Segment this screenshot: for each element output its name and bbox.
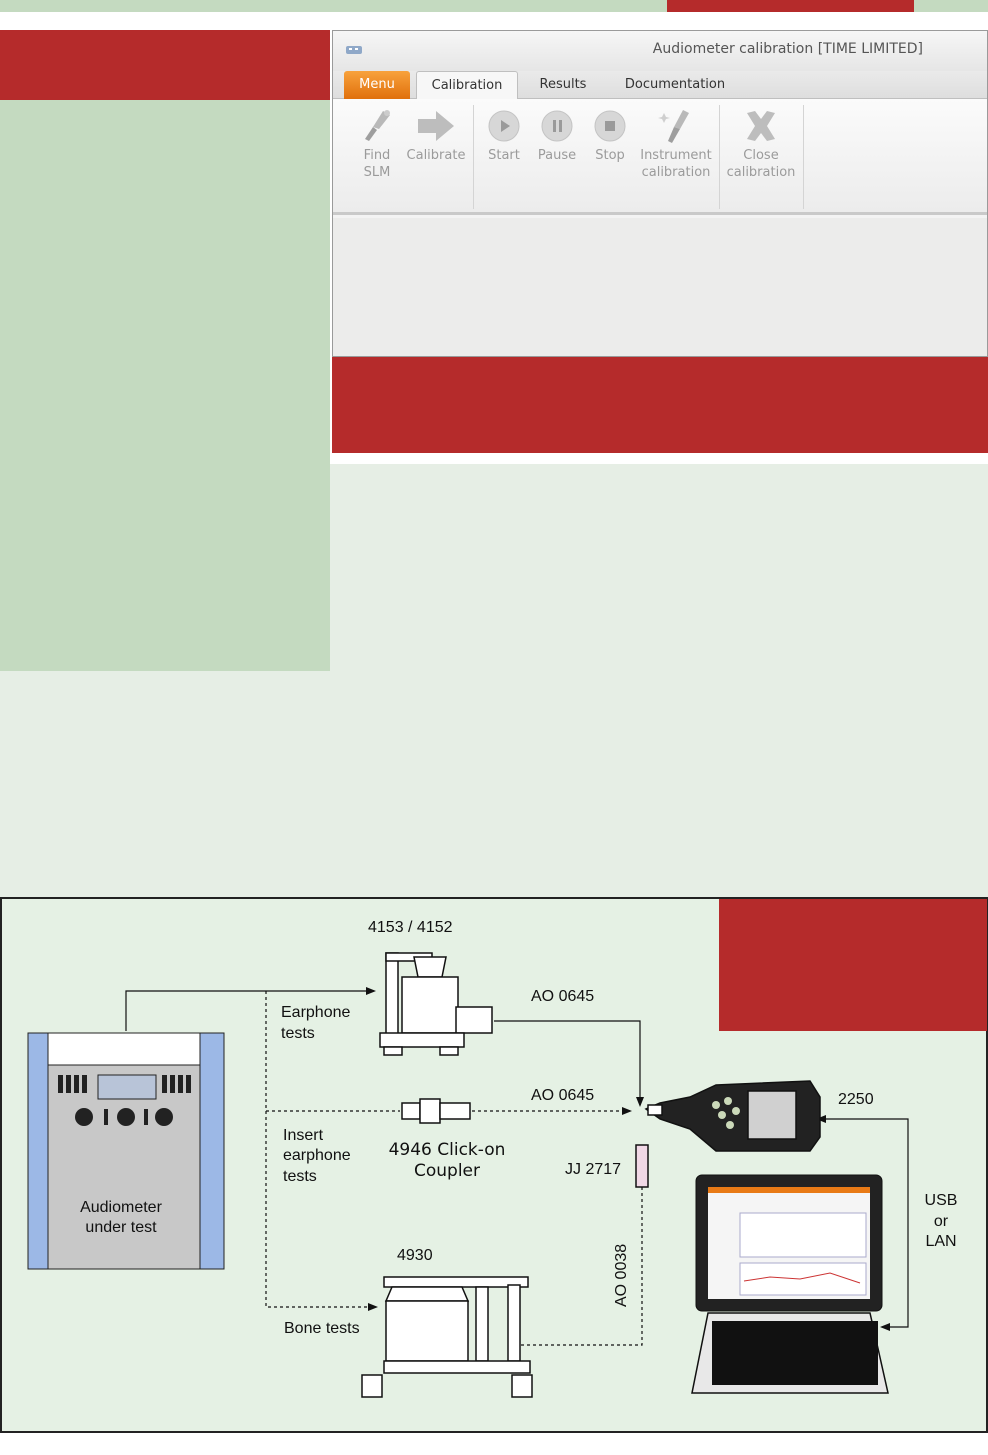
close-x-icon	[747, 111, 775, 141]
analyzer-label: 2250	[838, 1091, 874, 1108]
window-title: Audiometer calibration [TIME LIMITED]	[652, 41, 923, 57]
coupler-label-2: Coupler	[414, 1161, 480, 1181]
bone-tests-label: Bone tests	[284, 1320, 360, 1337]
bottom-margin	[0, 1433, 988, 1455]
top-strip-accent	[667, 0, 914, 12]
laptop-device	[691, 1174, 889, 1394]
audiometer-label-1: Audiometer	[80, 1199, 162, 1216]
coupler-label-1: 4946 Click-on	[389, 1140, 506, 1160]
workspace-area	[333, 218, 987, 356]
instrument-label-1: Instrument	[640, 148, 712, 163]
app-window-screenshot: Audiometer calibration [TIME LIMITED] Me…	[332, 30, 988, 357]
stop-button[interactable]: Stop	[585, 107, 635, 164]
diagram-arrowheads	[366, 987, 890, 1331]
pause-label: Pause	[537, 148, 577, 163]
content-panel-lower	[0, 671, 988, 897]
start-button[interactable]: Start	[479, 107, 529, 164]
stop-icon	[594, 110, 626, 142]
instrument-icon	[658, 110, 689, 143]
find-slm-label-2: SLM	[363, 165, 391, 180]
sidebar-panel	[0, 100, 330, 671]
diagram-caption-band	[719, 899, 987, 1031]
ribbon-separator	[803, 105, 804, 209]
find-slm-button[interactable]: Find SLM	[351, 107, 403, 181]
mastoid-to-adaptor-line	[520, 1187, 643, 1346]
start-label: Start	[488, 148, 520, 163]
insert-tests-label-2: earphone	[283, 1147, 351, 1164]
adaptor-label: JJ 2717	[565, 1161, 621, 1178]
ribbon-toolbar: Find SLM Calibrate Start Pause	[333, 99, 987, 215]
insert-tests-label-1: Insert	[283, 1127, 324, 1144]
play-icon	[488, 110, 520, 142]
pause-button[interactable]: Pause	[531, 107, 583, 164]
find-slm-label-1: Find	[363, 148, 391, 163]
artificial-mastoid-device	[361, 1276, 533, 1398]
pause-icon	[541, 110, 573, 142]
audiometer-device	[27, 1032, 225, 1270]
cable-mid-label: AO 0645	[531, 1087, 594, 1104]
title-bar: Audiometer calibration [TIME LIMITED]	[333, 31, 987, 71]
sound-level-meter-device	[644, 1080, 821, 1152]
analyzer-to-pc-line	[822, 1118, 909, 1328]
probe-icon	[365, 110, 390, 141]
menu-button[interactable]: Menu	[344, 71, 410, 99]
instrument-label-2: calibration	[641, 165, 711, 180]
earphone-tests-label-2: tests	[281, 1025, 315, 1042]
audiometer-label-2: under test	[85, 1219, 157, 1236]
insert-tests-label-3: tests	[283, 1168, 317, 1185]
earphone-tests-label-1: Earphone	[281, 1004, 350, 1021]
calibrate-label: Calibrate	[406, 148, 466, 163]
audiometer-to-ear-line	[125, 990, 374, 1031]
section-header-band	[332, 357, 988, 453]
mastoid-label: 4930	[397, 1247, 433, 1264]
link-label-3: LAN	[925, 1233, 956, 1250]
click-on-coupler-device	[401, 1098, 471, 1124]
close-label-1: Close	[743, 148, 779, 163]
artificial-ear-device	[379, 952, 493, 1056]
artificial-ear-label: 4153 / 4152	[368, 919, 453, 936]
link-label-2: or	[934, 1213, 949, 1230]
ear-to-analyzer-line	[494, 1020, 641, 1103]
adaptor-device	[635, 1144, 649, 1188]
tab-calibration[interactable]: Calibration	[416, 71, 518, 100]
sidebar-header-band	[0, 30, 330, 100]
calibrate-button[interactable]: Calibrate	[405, 107, 467, 164]
ribbon-tab-bar: Menu Calibration Results Documentation	[333, 71, 987, 100]
instrument-calibration-button[interactable]: Instrument calibration	[635, 107, 717, 181]
link-label-1: USB	[925, 1192, 958, 1209]
close-calibration-button[interactable]: Close calibration	[723, 107, 799, 181]
diagram-connections	[125, 990, 909, 1346]
tab-documentation[interactable]: Documentation	[624, 77, 726, 92]
tab-results[interactable]: Results	[539, 77, 587, 92]
stop-label: Stop	[595, 148, 625, 163]
cable-top-label: AO 0645	[531, 988, 594, 1005]
arrow-right-icon	[418, 111, 454, 141]
cable-vertical-label: AO 0038	[613, 1244, 630, 1307]
setup-diagram: 4153 / 4152 Earphone tests AO 0645 AO 06…	[27, 919, 958, 1398]
ribbon-separator	[719, 105, 720, 209]
app-logo-icon	[346, 46, 362, 54]
ribbon-separator	[473, 105, 474, 209]
close-label-2: calibration	[726, 165, 796, 180]
